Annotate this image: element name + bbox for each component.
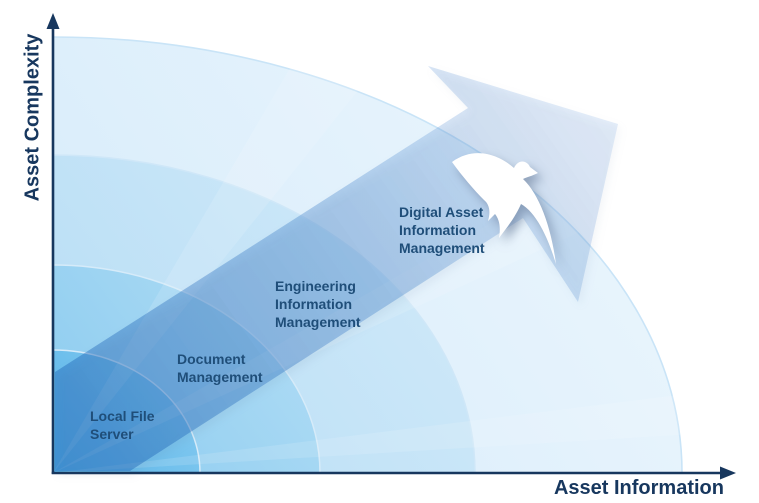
stage-label-line: Engineering: [275, 278, 356, 294]
bird-icon: [452, 153, 556, 264]
stage-label-digital-asset-information-management: Digital Asset Information Management: [399, 203, 485, 257]
x-axis-arrowhead-icon: [720, 466, 736, 480]
y-axis-label: Asset Complexity: [21, 33, 44, 202]
x-axis-label: Asset Information: [553, 477, 724, 499]
stage-label-line: Management: [399, 240, 485, 256]
axes: [51, 27, 722, 475]
stage-label-document-management: Document Management: [177, 350, 263, 386]
stage-label-line: Information: [275, 296, 352, 312]
stage-label-line: Digital Asset: [399, 204, 484, 220]
stage-label-line: Local File: [90, 408, 155, 424]
stage-label-line: Document: [177, 351, 246, 367]
stage-label-line: Management: [177, 369, 263, 385]
y-axis-arrowhead-icon: [46, 13, 60, 29]
stage-label-line: Information: [399, 222, 476, 238]
stage-label-line: Server: [90, 426, 134, 442]
stage-label-engineering-information-management: Engineering Information Management: [275, 277, 361, 331]
stage-label-local-file-server: Local File Server: [90, 407, 155, 443]
stage-label-line: Management: [275, 314, 361, 330]
